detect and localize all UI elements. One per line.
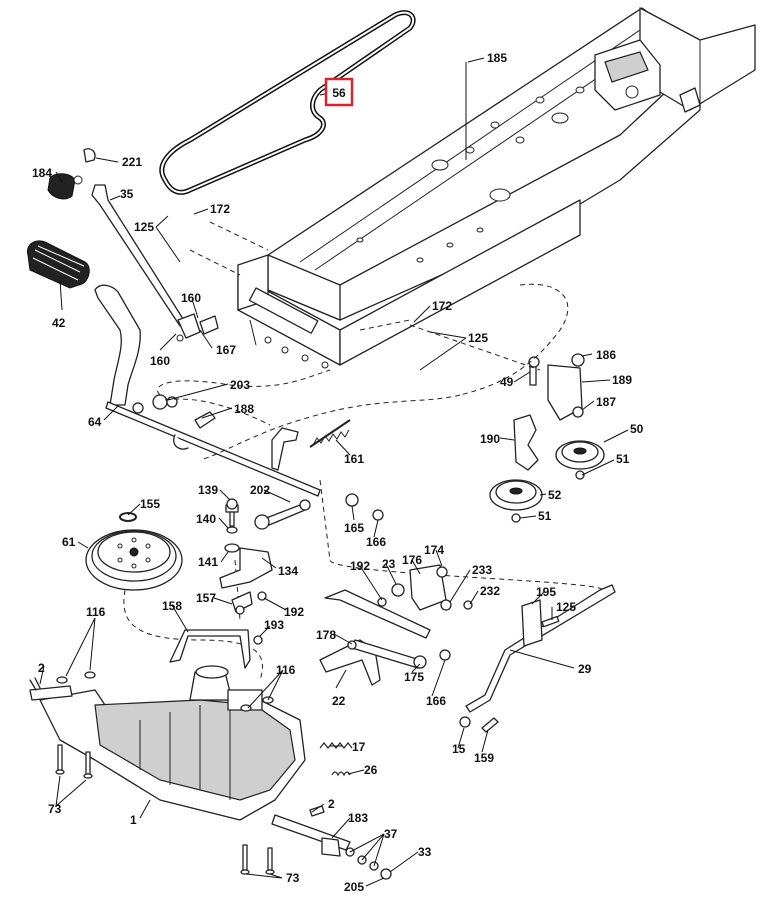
- part-label-l73a: 73: [48, 802, 62, 816]
- part-label-l73b: 73: [286, 871, 300, 885]
- shift-linkage: [319, 564, 616, 733]
- part-label-l2b: 2: [328, 797, 335, 811]
- leader-lines: [39, 57, 629, 887]
- part-label-l167: 167: [216, 343, 236, 357]
- highlighted-part-callout[interactable]: 56: [324, 77, 354, 107]
- part-label-l52: 52: [548, 488, 562, 502]
- part-label-l178: 178: [316, 628, 336, 642]
- part-label-l157: 157: [196, 591, 216, 605]
- part-label-l172b: 172: [432, 299, 452, 313]
- part-label-l17: 17: [352, 740, 366, 754]
- part-label-l51b: 51: [538, 509, 552, 523]
- part-label-l116a: 116: [86, 605, 106, 619]
- part-label-l139: 139: [198, 483, 218, 497]
- chassis-frame: [237, 7, 756, 369]
- part-label-l160b: 160: [150, 354, 170, 368]
- part-label-l203: 203: [230, 378, 250, 392]
- part-label-l160a: 160: [181, 291, 201, 305]
- part-label-l2a: 2: [38, 661, 45, 675]
- part-label-l26: 26: [364, 763, 378, 777]
- part-label-l159: 159: [474, 751, 494, 765]
- part-label-l190: 190: [480, 432, 500, 446]
- part-label-l195: 195: [536, 585, 556, 599]
- part-label-l37: 37: [384, 827, 398, 841]
- part-label-l125c: 125: [556, 600, 576, 614]
- part-label-l176: 176: [402, 553, 422, 567]
- part-label-l161: 161: [344, 452, 364, 466]
- part-label-l186: 186: [596, 348, 616, 362]
- part-label-l184: 184: [32, 166, 52, 180]
- part-label-l125b: 125: [468, 331, 488, 345]
- idler-assembly: [489, 353, 605, 523]
- part-label-l166a: 166: [366, 535, 386, 549]
- part-label-l33: 33: [418, 845, 432, 859]
- transmission-pulley: [85, 512, 183, 591]
- part-label-l42: 42: [52, 316, 66, 330]
- part-label-l192a: 192: [350, 559, 370, 573]
- part-label-l185: 185: [487, 51, 507, 65]
- part-label-l125a: 125: [134, 220, 154, 234]
- part-label-l174: 174: [424, 543, 444, 557]
- highlight-box: [324, 77, 354, 107]
- part-label-l141: 141: [198, 555, 218, 569]
- part-label-l192b: 192: [284, 605, 304, 619]
- part-label-l202: 202: [250, 483, 270, 497]
- highlight-label: 56: [332, 86, 346, 100]
- part-label-l233: 233: [472, 563, 492, 577]
- part-label-l23: 23: [382, 557, 396, 571]
- part-label-l134: 134: [278, 564, 298, 578]
- part-label-l50: 50: [630, 422, 644, 436]
- part-label-l61: 61: [62, 535, 76, 549]
- part-label-l29: 29: [578, 662, 592, 676]
- part-label-l158: 158: [162, 599, 182, 613]
- part-label-l189: 189: [612, 373, 632, 387]
- part-label-l187: 187: [596, 395, 616, 409]
- part-label-l172a: 172: [210, 202, 230, 216]
- part-label-l193: 193: [264, 618, 284, 632]
- part-label-l165: 165: [344, 521, 364, 535]
- part-label-l221: 221: [122, 155, 142, 169]
- part-label-l49: 49: [500, 375, 514, 389]
- part-label-l22: 22: [332, 694, 346, 708]
- part-label-l1: 1: [130, 813, 137, 827]
- part-label-l166b: 166: [426, 694, 446, 708]
- part-label-l183: 183: [348, 811, 368, 825]
- brake-pedal-assembly: [26, 148, 351, 497]
- part-label-l51a: 51: [616, 452, 630, 466]
- part-label-l15: 15: [452, 742, 466, 756]
- part-label-l155: 155: [140, 497, 160, 511]
- part-label-l64: 64: [88, 415, 102, 429]
- part-label-l232: 232: [480, 584, 500, 598]
- part-label-l140: 140: [196, 512, 216, 526]
- part-label-l205: 205: [344, 880, 364, 894]
- part-label-l175: 175: [404, 670, 424, 684]
- drive-belt: [159, 10, 416, 195]
- clutch-linkage: [169, 493, 384, 669]
- part-label-l116b: 116: [276, 663, 296, 677]
- part-label-l188: 188: [234, 402, 254, 416]
- transaxle: [29, 665, 392, 880]
- part-label-l35: 35: [120, 187, 134, 201]
